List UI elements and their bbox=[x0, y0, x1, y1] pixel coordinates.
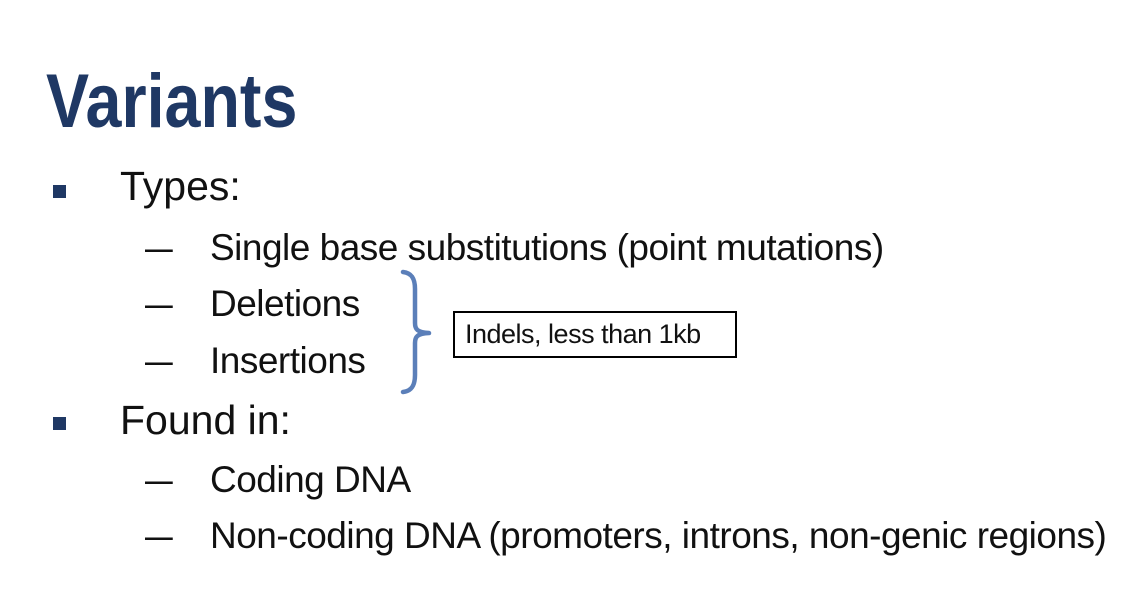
page-title-text: Variants bbox=[46, 58, 298, 144]
section-heading-types: Types: bbox=[120, 163, 241, 209]
dash-bullet-icon: – bbox=[145, 340, 173, 381]
right-brace-icon bbox=[400, 269, 432, 395]
list-item-non-coding-dna: Non-coding DNA (promoters, introns, non-… bbox=[210, 515, 1107, 556]
callout-box: Indels, less than 1kb bbox=[453, 311, 737, 358]
page-title: Variants bbox=[46, 58, 342, 144]
bullet-square-icon bbox=[53, 185, 66, 198]
bullet-square-icon bbox=[53, 417, 66, 430]
dash-bullet-icon: – bbox=[145, 459, 173, 500]
dash-bullet-icon: – bbox=[145, 515, 173, 556]
list-item-single-base-substitutions: Single base substitutions (point mutatio… bbox=[210, 227, 884, 268]
dash-bullet-icon: – bbox=[145, 227, 173, 268]
callout-label: Indels, less than 1kb bbox=[465, 319, 701, 349]
section-heading-found-in: Found in: bbox=[120, 397, 291, 443]
list-item-insertions: Insertions bbox=[210, 340, 366, 381]
dash-bullet-icon: – bbox=[145, 283, 173, 324]
list-item-coding-dna: Coding DNA bbox=[210, 459, 411, 500]
list-item-deletions: Deletions bbox=[210, 283, 360, 324]
